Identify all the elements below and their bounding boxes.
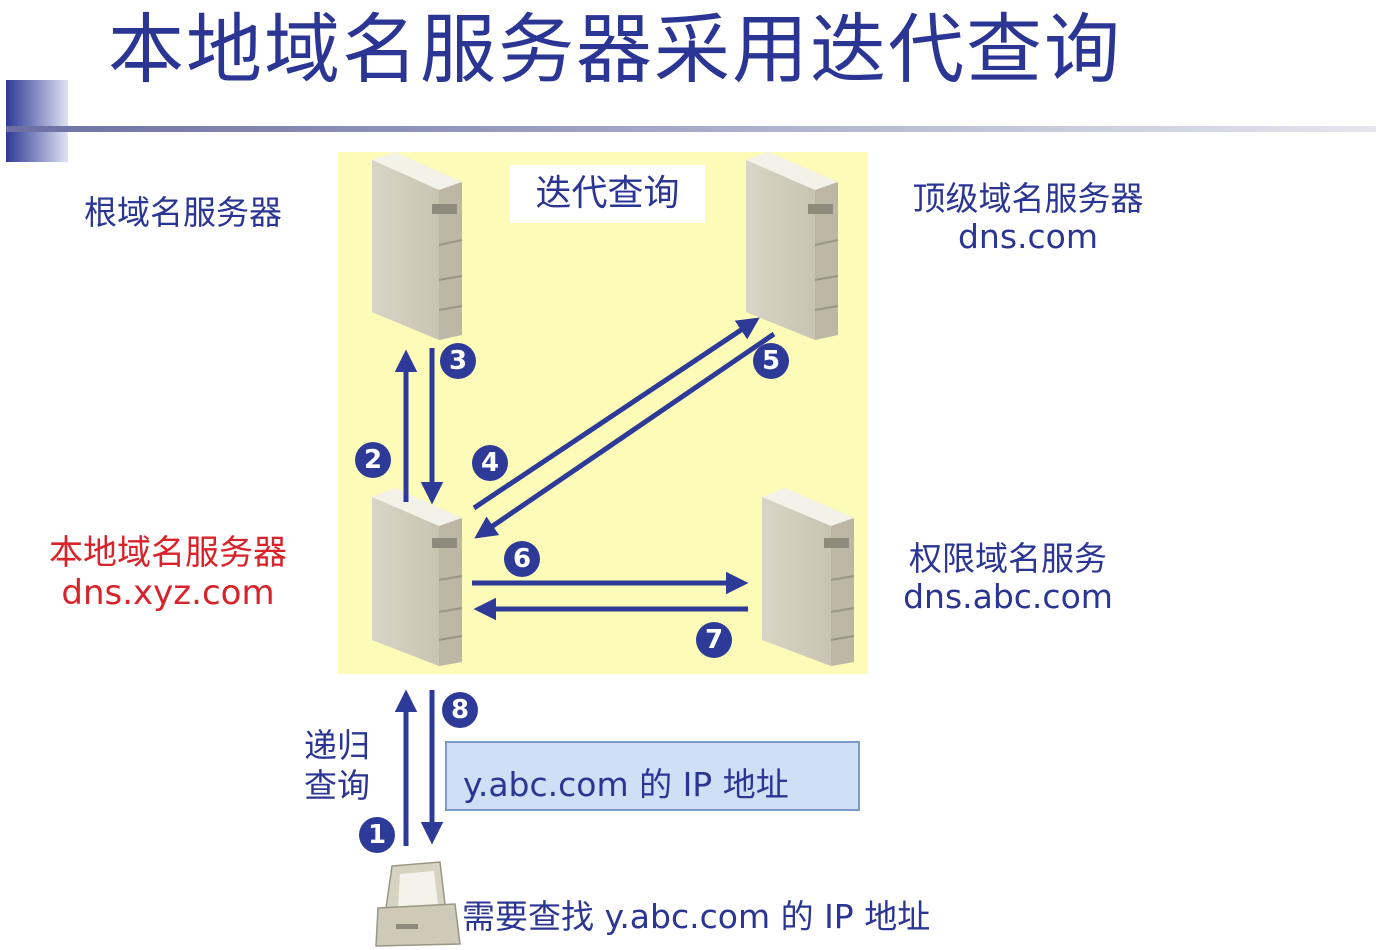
step-badge-1: 1 <box>359 817 395 853</box>
local-server-domain: dns.xyz.com <box>61 573 275 613</box>
auth-server-label-group: 权限域名服务 dns.abc.com <box>888 540 1128 616</box>
iterative-query-label: 迭代查询 <box>510 165 705 223</box>
recursive-query-label: 递归 查询 <box>304 726 370 806</box>
step-badge-6: 6 <box>504 541 540 577</box>
step-badge-4: 4 <box>472 445 508 481</box>
step-badge-5: 5 <box>753 343 789 379</box>
arrow-step-5 <box>474 331 776 539</box>
auth-server-icon <box>762 488 855 666</box>
step-badge-2: 2 <box>355 442 391 478</box>
step-badge-7: 7 <box>696 622 732 658</box>
arrows <box>394 317 776 846</box>
answer-box: y.abc.com 的 IP 地址 <box>445 741 860 811</box>
recursive-label-line1: 递归 <box>304 726 370 765</box>
local-server-icon <box>372 488 463 666</box>
arrow-step-4 <box>472 317 760 511</box>
local-server-label: 本地域名服务器 <box>49 533 287 573</box>
step-badge-3: 3 <box>440 343 476 379</box>
root-server-label: 根域名服务器 <box>84 193 282 232</box>
auth-server-domain: dns.abc.com <box>903 577 1113 616</box>
host-computer-icon <box>375 861 461 947</box>
title-underline <box>6 126 1376 132</box>
auth-server-label: 权限域名服务 <box>909 539 1107 578</box>
page-title: 本地域名服务器采用迭代查询 <box>108 5 1122 94</box>
host-caption: 需要查找 y.abc.com 的 IP 地址 <box>462 897 931 936</box>
tld-server-label-group: 顶级域名服务器 dns.com <box>888 180 1168 256</box>
tld-server-icon <box>746 152 839 340</box>
recursive-label-line2: 查询 <box>304 766 370 805</box>
tld-server-label: 顶级域名服务器 <box>912 179 1144 218</box>
step-badge-8: 8 <box>442 692 478 728</box>
local-server-label-group: 本地域名服务器 dns.xyz.com <box>28 533 308 613</box>
answer-text: y.abc.com 的 IP 地址 <box>463 765 789 804</box>
title-accent-bar <box>6 80 68 162</box>
root-server-icon <box>372 152 463 340</box>
tld-server-domain: dns.com <box>957 217 1099 256</box>
